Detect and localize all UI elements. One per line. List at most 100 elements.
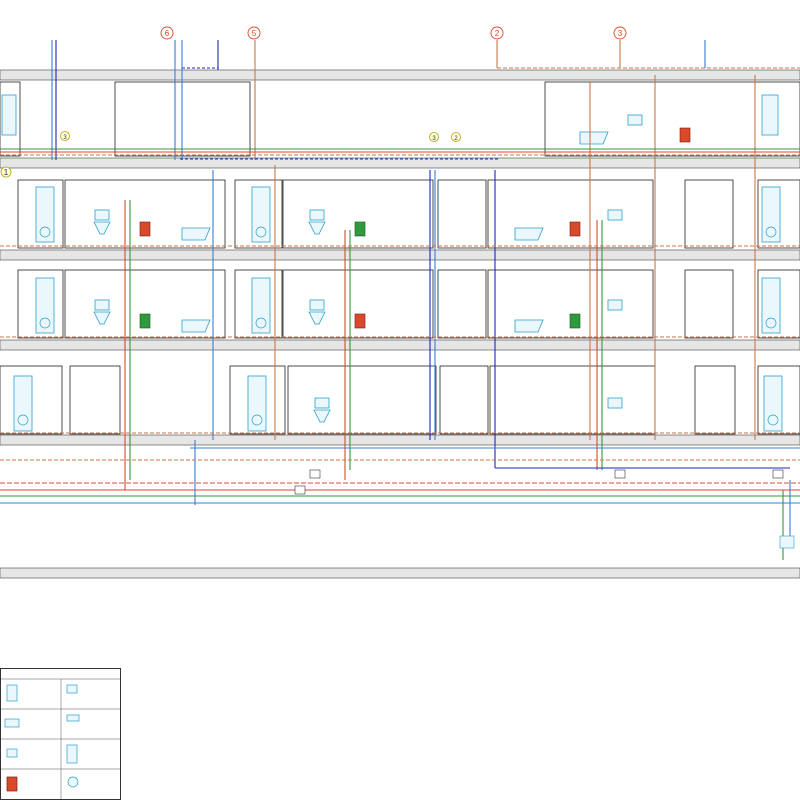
room: [544, 81, 800, 157]
slab-level-3: [0, 249, 800, 261]
room: [487, 269, 654, 339]
legend-washer-icon: [6, 684, 18, 702]
basement-slab: [0, 567, 800, 579]
washer-dryer-icon: [761, 94, 779, 136]
room: [287, 365, 437, 435]
marker-2-small: 2: [454, 136, 458, 142]
valve-group-icon: [679, 127, 691, 143]
toilet-icon: [314, 397, 330, 409]
washer-dryer-icon: [35, 277, 55, 334]
washer-drum-icon: [39, 317, 51, 329]
water-heater-icon: [779, 535, 795, 549]
washer-dryer-icon: [35, 186, 55, 243]
room: [489, 365, 656, 435]
valve-group-icon: [354, 313, 366, 329]
sanitary-fixtures: [93, 114, 643, 423]
washer-drum-icon: [255, 226, 267, 238]
toilet-bowl-icon: [93, 221, 111, 235]
horizontal-pipes: [0, 67, 800, 504]
room: [234, 179, 283, 249]
legend-toilet-icon: [6, 748, 18, 758]
legend-valve-icon: [6, 776, 18, 792]
room: [487, 179, 654, 249]
legend-bathtub-icon: [4, 718, 20, 728]
room: [234, 269, 283, 339]
room: [282, 269, 434, 339]
risers: [51, 40, 791, 560]
drum-circles: [17, 226, 779, 426]
toilet-bowl-icon: [308, 311, 326, 325]
bathtub-icon: [579, 131, 609, 145]
marker-circle: [60, 131, 70, 141]
legend-sink-icon: [66, 684, 78, 694]
room: [64, 269, 226, 339]
pump-icon: [309, 469, 321, 479]
room: [229, 365, 286, 435]
washer-dryer-icon: [763, 375, 783, 432]
floor-slabs: [0, 69, 800, 579]
marker-3-small: 3: [63, 135, 67, 141]
toilet-bowl-icon: [93, 311, 111, 325]
washer-drum-icon: [17, 414, 29, 426]
toilet-bowl-icon: [313, 409, 331, 423]
marker-circle: [160, 26, 174, 40]
valve-group-icon: [569, 313, 581, 329]
legend-shower-icon: [66, 714, 80, 722]
slab-level-2: [0, 339, 800, 351]
marker-3-small: 3: [432, 136, 436, 142]
room: [694, 365, 736, 435]
room: [757, 179, 800, 249]
room: [0, 81, 21, 157]
legend-grid: [1, 678, 120, 799]
marker-2: 2: [495, 29, 500, 38]
legend-stack-icon: [66, 744, 78, 764]
legend-drain-icon: [67, 776, 79, 788]
room: [439, 365, 489, 435]
room: [684, 179, 734, 249]
marker-1: 1: [4, 168, 9, 177]
room: [0, 365, 63, 435]
valve-assemblies: [139, 127, 795, 549]
marker-circle: [490, 26, 504, 40]
toilet-icon: [607, 299, 623, 311]
pump-icon: [614, 469, 626, 479]
room-frames: [0, 81, 800, 435]
toilet-icon: [309, 299, 325, 311]
washer-dryer-icon: [761, 186, 781, 243]
room: [757, 269, 800, 339]
legend-box: [0, 668, 121, 800]
room: [684, 269, 734, 339]
valve-group-icon: [354, 221, 366, 237]
valve-group-icon: [569, 221, 581, 237]
washer-drum-icon: [39, 226, 51, 238]
room: [282, 179, 434, 249]
washer-dryer-icon: [1, 94, 17, 136]
pump-icon: [772, 469, 784, 479]
marker-6: 6: [165, 29, 170, 38]
washer-dryer-units: [1, 94, 783, 432]
roof-slab: [0, 69, 800, 81]
marker-circle: [451, 132, 461, 142]
washer-drum-icon: [765, 317, 777, 329]
toilet-icon: [627, 114, 643, 126]
toilet-icon: [607, 397, 623, 409]
toilet-icon: [607, 209, 623, 221]
toilet-icon: [94, 299, 110, 311]
washer-drum-icon: [767, 414, 779, 426]
washer-dryer-icon: [247, 375, 267, 432]
washer-drum-icon: [765, 226, 777, 238]
valve-group-icon: [139, 221, 151, 237]
slab-level-1: [0, 434, 800, 446]
marker-3: 3: [618, 29, 623, 38]
washer-dryer-icon: [761, 277, 781, 334]
marker-circle: [0, 166, 12, 178]
room: [437, 179, 487, 249]
bathtub-icon: [181, 227, 211, 241]
bathtub-icon: [514, 227, 544, 241]
marker-circle: [429, 132, 439, 142]
washer-dryer-icon: [251, 186, 271, 243]
room: [64, 179, 226, 249]
toilet-icon: [309, 209, 325, 221]
washer-drum-icon: [251, 414, 263, 426]
